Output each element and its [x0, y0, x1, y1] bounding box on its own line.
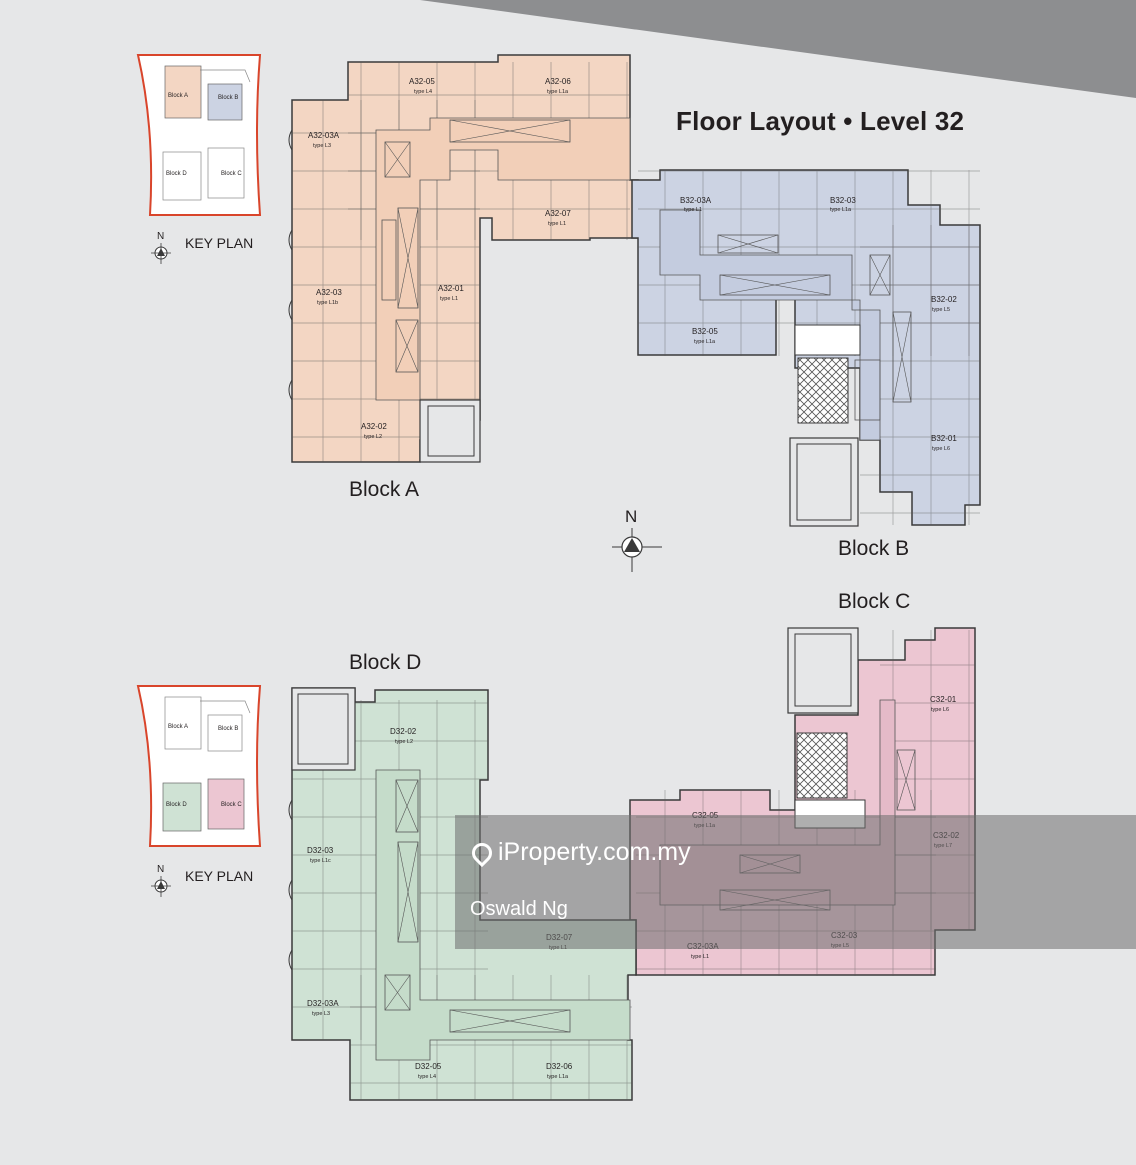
- unit-label: B32-02: [931, 295, 957, 304]
- block-b-label: Block B: [838, 537, 910, 560]
- key-plan-label: KEY PLAN: [185, 868, 254, 884]
- unit-label: D32-06: [546, 1062, 573, 1071]
- unit-label: A32-03: [316, 288, 342, 297]
- unit-type-label: type L6: [932, 446, 950, 452]
- watermark-logo: iProperty.com.my: [467, 838, 691, 868]
- key-plan-1: [136, 54, 262, 216]
- unit-label: D32-02: [390, 727, 417, 736]
- unit-label: A32-06: [545, 77, 571, 86]
- unit-type-label: type L1b: [317, 300, 338, 306]
- north-label: N: [625, 507, 637, 526]
- unit-label: A32-02: [361, 422, 387, 431]
- key-plan-2: [136, 685, 262, 847]
- unit-type-label: type L6: [931, 707, 949, 713]
- page-title: Floor Layout • Level 32: [676, 106, 965, 136]
- unit-label: C32-01: [930, 695, 957, 704]
- key-plan-north-icon: [151, 876, 171, 897]
- block-a-plan: [288, 54, 639, 463]
- key-plan-block-label: Block B: [218, 726, 238, 732]
- key-plan-north-icon: [151, 243, 171, 264]
- unit-label: B32-05: [692, 327, 718, 336]
- unit-label: A32-05: [409, 77, 435, 86]
- unit-label: B32-03: [830, 196, 856, 205]
- unit-type-label: type L3: [312, 1011, 330, 1017]
- unit-type-label: type L1: [684, 207, 702, 213]
- unit-type-label: type L4: [418, 1074, 436, 1080]
- unit-type-label: type L1a: [830, 207, 852, 213]
- unit-type-label: type L2: [395, 739, 413, 745]
- key-plan-block-label: Block D: [166, 171, 187, 177]
- key-plan-block-label: Block A: [168, 724, 188, 730]
- key-plan-north-label: N: [157, 231, 164, 242]
- unit-type-label: type L1a: [547, 89, 569, 95]
- unit-label: A32-07: [545, 209, 571, 218]
- key-plan-north-label: N: [157, 864, 164, 875]
- north-arrow-icon: [612, 528, 662, 572]
- unit-type-label: type L1a: [694, 339, 716, 345]
- block-c-label: Block C: [838, 590, 911, 613]
- block-a-label: Block A: [349, 478, 420, 501]
- unit-type-label: type L3: [313, 143, 331, 149]
- unit-type-label: type L1: [440, 296, 458, 302]
- key-plan-block-label: Block B: [218, 95, 238, 101]
- unit-label: B32-03A: [680, 196, 712, 205]
- unit-type-label: type L2: [364, 434, 382, 440]
- key-plan-label: KEY PLAN: [185, 235, 254, 251]
- unit-label: D32-03: [307, 846, 334, 855]
- unit-type-label: type L1: [691, 954, 709, 960]
- watermark-agent: Oswald Ng: [470, 898, 568, 920]
- key-plan-block-label: Block C: [221, 802, 242, 808]
- unit-type-label: type L5: [932, 307, 950, 313]
- unit-type-label: type L4: [414, 89, 432, 95]
- unit-label: A32-03A: [308, 131, 340, 140]
- unit-label: A32-01: [438, 284, 464, 293]
- unit-label: B32-01: [931, 434, 957, 443]
- location-pin-icon: [467, 839, 497, 868]
- key-plan-block-label: Block D: [166, 802, 187, 808]
- watermark-site: iProperty.com.my: [498, 838, 691, 866]
- unit-label: D32-03A: [307, 999, 339, 1008]
- block-b-plan: [631, 169, 981, 527]
- watermark-band: [455, 815, 1136, 949]
- block-d-label: Block D: [349, 651, 422, 674]
- top-banner-shape: [420, 0, 1136, 98]
- unit-type-label: type L1: [548, 221, 566, 227]
- key-plan-block-label: Block C: [221, 171, 242, 177]
- key-plan-block-label: Block A: [168, 93, 188, 99]
- unit-type-label: type L1c: [310, 858, 331, 864]
- unit-type-label: type L1a: [547, 1074, 569, 1080]
- unit-label: D32-05: [415, 1062, 442, 1071]
